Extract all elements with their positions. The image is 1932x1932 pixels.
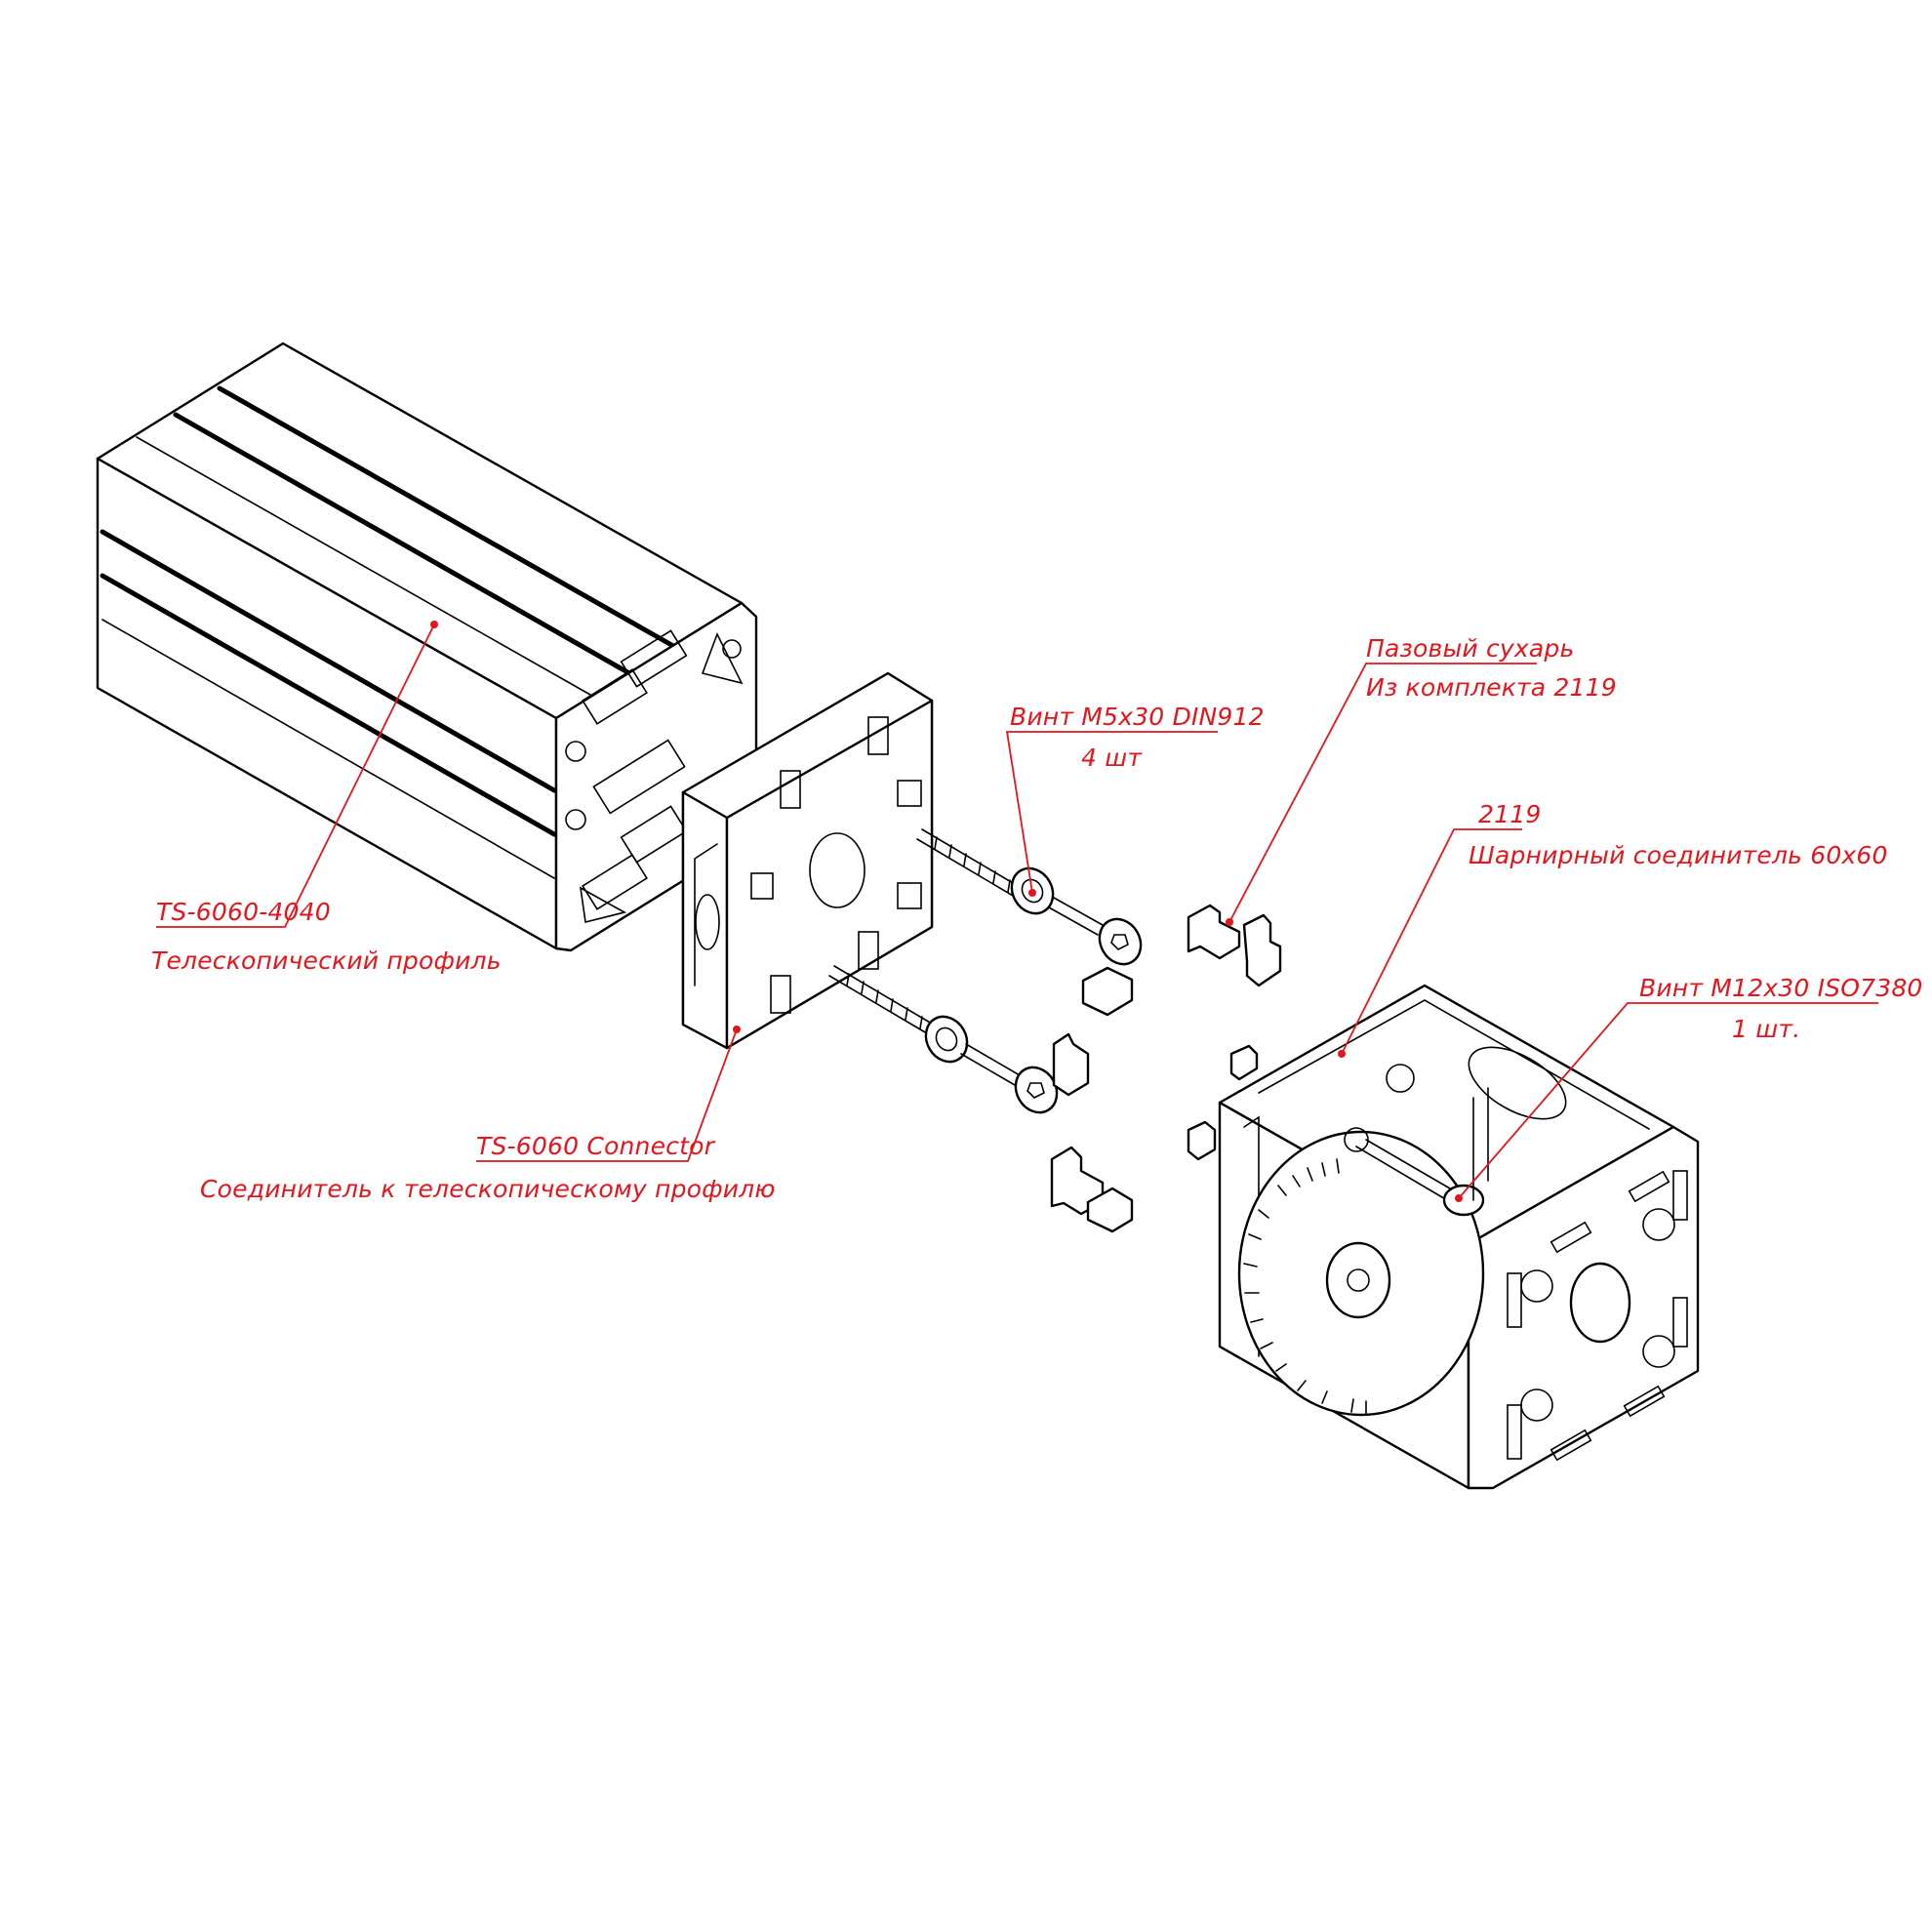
hinge-name-label: Шарнирный соединитель 60х60: [1469, 841, 1888, 869]
screw-m5-lower: [828, 965, 1059, 1114]
profile-name-label: Телескопический профиль: [151, 946, 502, 975]
hinge-code-label: 2119: [1478, 800, 1542, 828]
hinge-connector: [1218, 984, 1700, 1490]
dial-ticks: [1243, 1158, 1367, 1416]
telescopic-profile: [96, 342, 758, 952]
profile-end-face: [565, 629, 744, 923]
telescopic-connector: [681, 671, 934, 1050]
connector-code-label: TS-6060 Connector: [476, 1132, 715, 1160]
slot-nut-note-label: Из комплекта 2119: [1366, 673, 1617, 702]
connector-name-label: Соединитель к телескопическому профилю: [200, 1175, 776, 1203]
leaders: [156, 621, 1878, 1202]
screw-m5-code-label: Винт М5х30 DIN912: [1010, 703, 1265, 731]
screw-m5-upper: [916, 828, 1143, 966]
screw-m12-code-label: Винт М12х30 ISO7380: [1639, 974, 1923, 1002]
slot-nut-code-label: Пазовый сухарь: [1366, 634, 1575, 663]
profile-code-label: TS-6060-4040: [156, 898, 331, 926]
screw-m12-qty-label: 1 шт.: [1732, 1015, 1801, 1043]
slot-nuts: [1050, 904, 1282, 1233]
screw-m5-qty-label: 4 шт: [1081, 744, 1143, 772]
